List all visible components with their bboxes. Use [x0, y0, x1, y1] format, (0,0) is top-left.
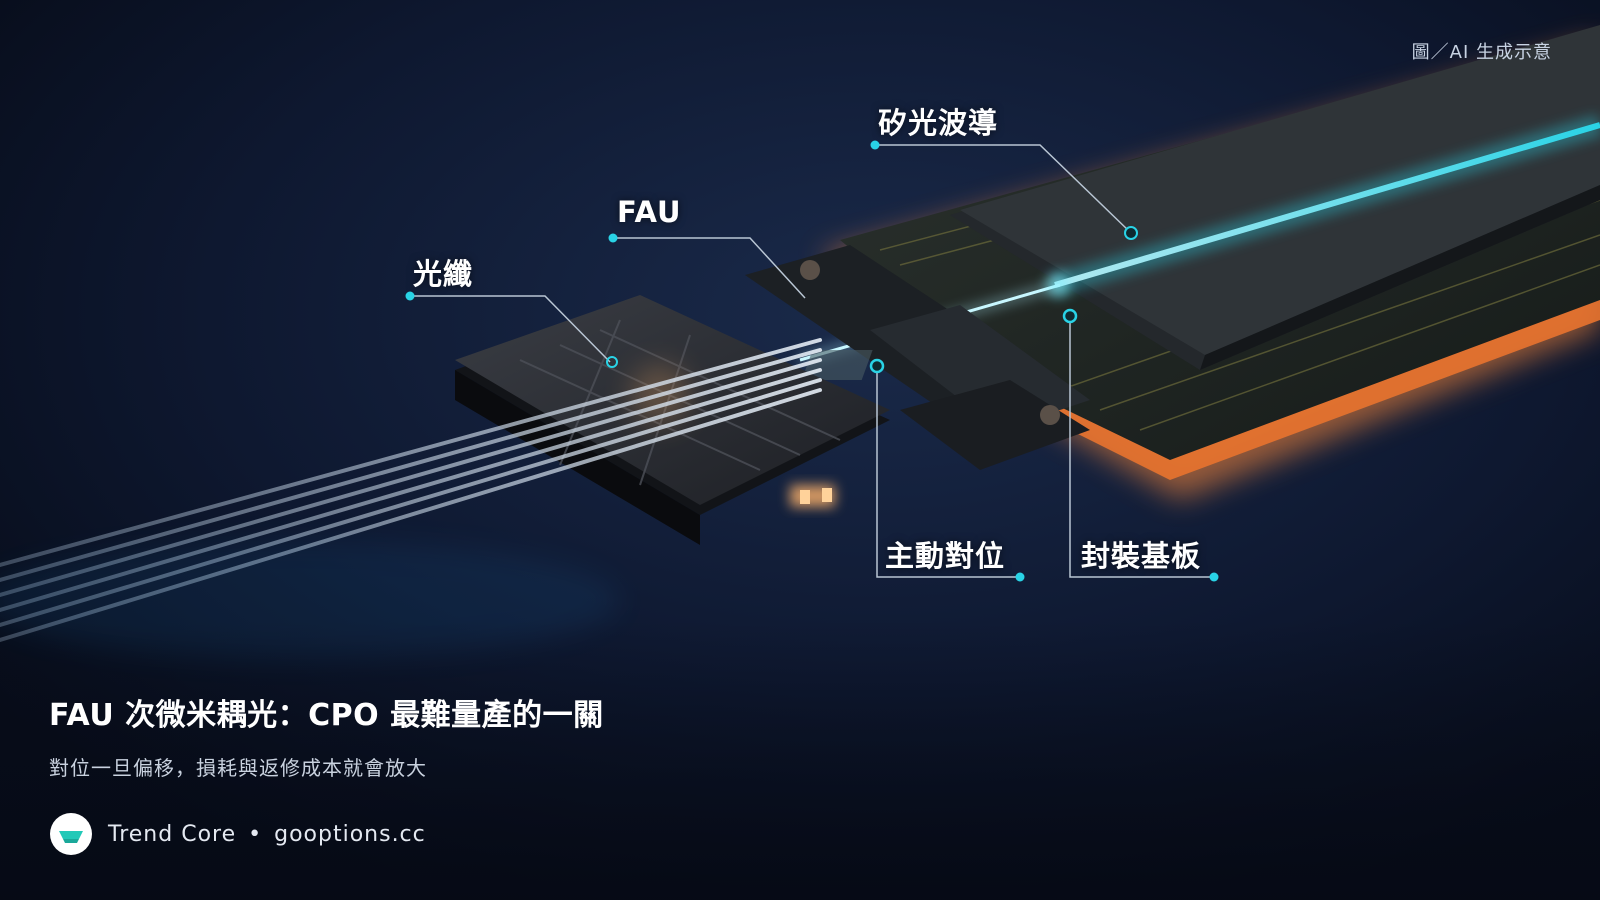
callout-label-active-alignment: 主動對位 [885, 539, 1006, 573]
callout-label-fau: FAU [617, 195, 682, 229]
brand-name: Trend Core [108, 821, 237, 847]
leader-fau [613, 237, 806, 299]
image-credit: 圖／AI 生成示意 [1411, 42, 1552, 63]
leader-active-alignment [876, 367, 1020, 578]
caption-title: FAU 次微米耦光：CPO 最難量產的一關 [49, 698, 604, 733]
callout-label-package-substrate: 封裝基板 [1081, 539, 1202, 573]
brand-site-link[interactable]: gooptions.cc [274, 821, 426, 847]
trend-core-logo-icon [50, 813, 92, 855]
leader-substrate [1069, 316, 1214, 578]
callout-label-fiber: 光纖 [413, 257, 474, 291]
interposer-parts [745, 245, 1090, 470]
caption-subtitle: 對位一旦偏移，損耗與返修成本就會放大 [49, 756, 427, 780]
brand-text: Trend Core • gooptions.cc [108, 822, 426, 847]
brand-footer: Trend Core • gooptions.cc [50, 813, 426, 855]
callout-dots [405, 140, 1219, 582]
brand-separator: • [248, 821, 263, 847]
caption-shade [0, 620, 1600, 900]
leader-waveguide [875, 144, 1131, 233]
fau-block [455, 295, 890, 545]
callout-label-silicon-waveguide: 矽光波導 [878, 106, 999, 140]
callout-leaders [410, 144, 1214, 578]
leader-fiber [410, 295, 611, 363]
